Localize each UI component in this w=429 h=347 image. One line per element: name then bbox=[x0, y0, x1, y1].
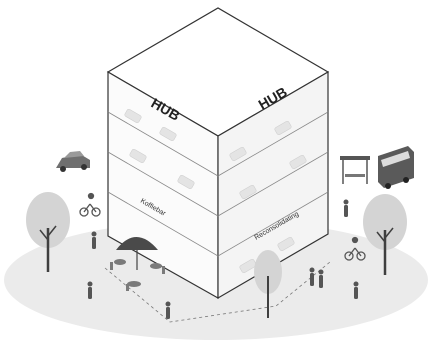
pedestrian-icon bbox=[88, 282, 93, 300]
bus-stop-icon bbox=[340, 156, 370, 184]
car-icon bbox=[56, 151, 90, 172]
pedestrian-icon bbox=[310, 268, 315, 287]
pedestrian-icon bbox=[319, 270, 324, 289]
pedestrian-icon bbox=[354, 282, 359, 300]
pedestrian-icon bbox=[92, 232, 97, 250]
pedestrian-icon bbox=[166, 302, 171, 320]
pedestrian-icon bbox=[344, 200, 349, 218]
bus-icon bbox=[378, 146, 414, 189]
cyclist-icon bbox=[80, 194, 100, 217]
